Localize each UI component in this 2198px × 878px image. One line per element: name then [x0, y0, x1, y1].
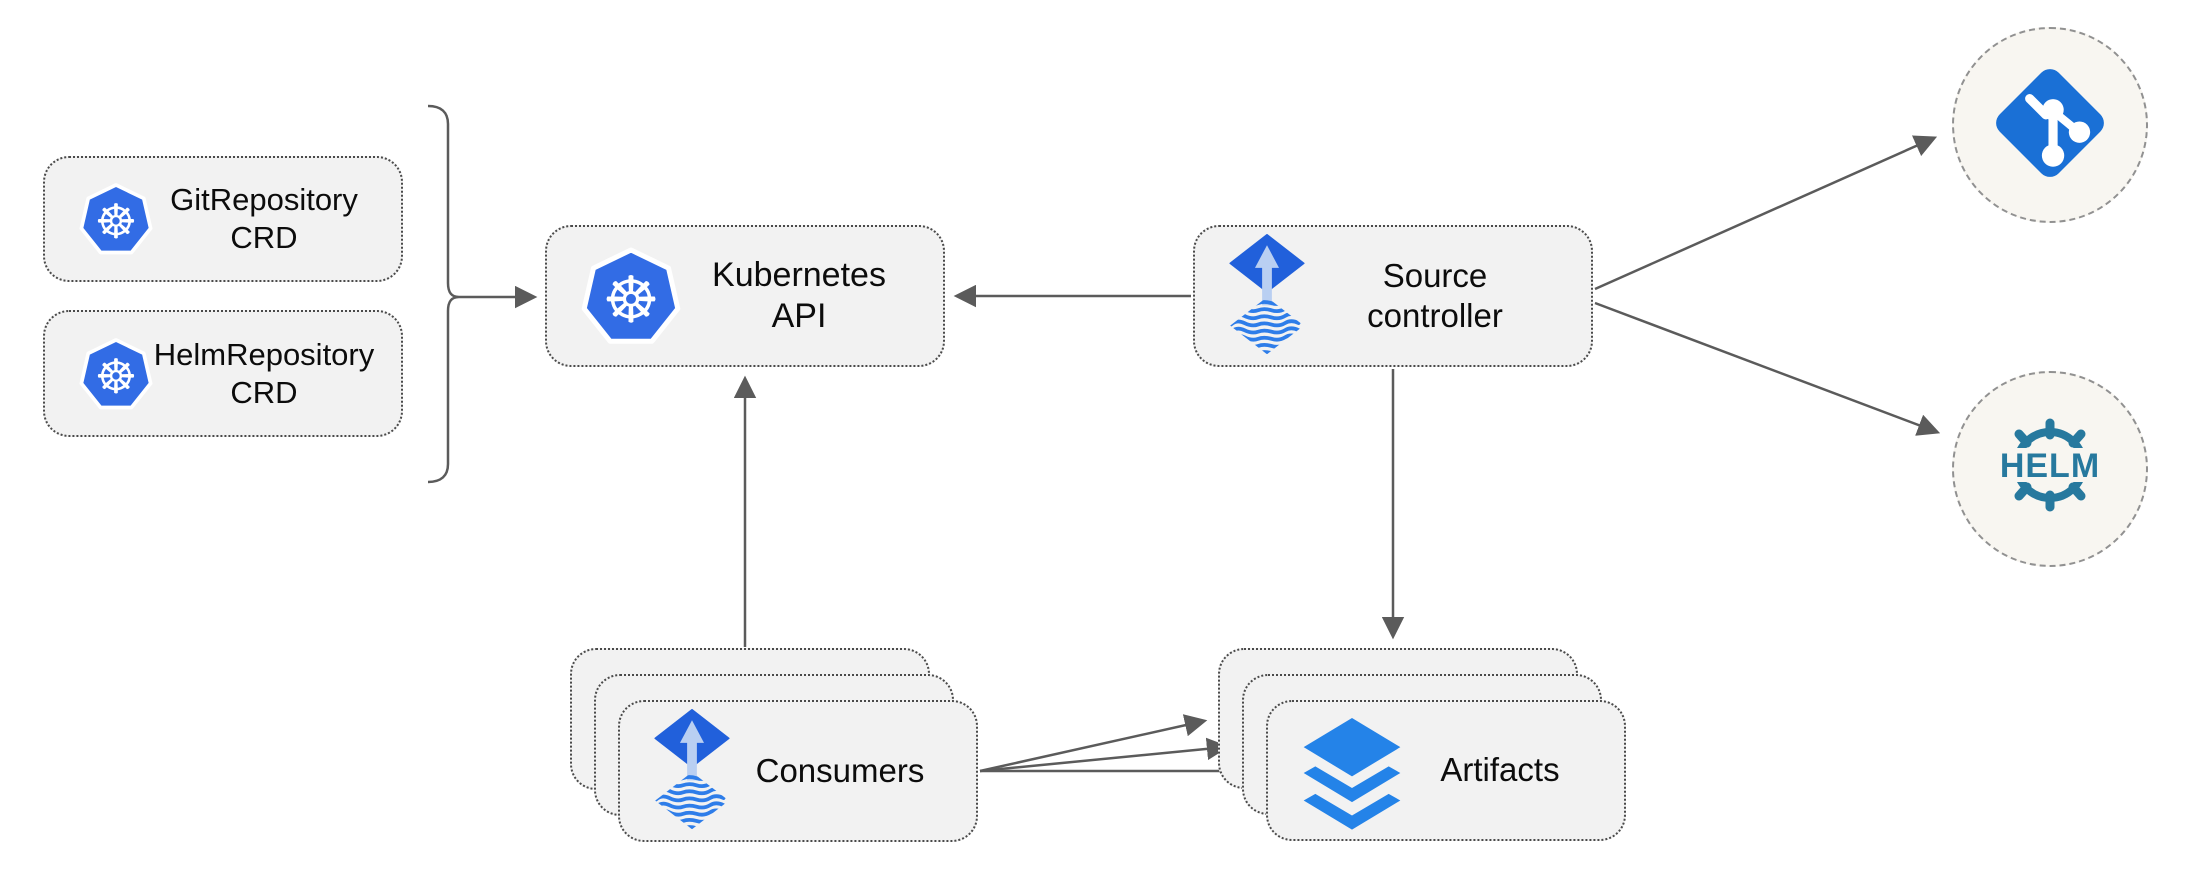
- kubernetes-icon: ☸: [79, 337, 153, 411]
- helm-icon: HELM: [1985, 402, 2115, 537]
- node-label: HelmRepository CRD: [153, 336, 375, 412]
- helm-endpoint: HELM: [1952, 371, 2148, 567]
- node-label: Source controller: [1305, 256, 1565, 337]
- svg-text:☸: ☸: [602, 264, 659, 338]
- kubernetes-icon: ☸: [581, 246, 681, 346]
- node-artifacts: Artifacts: [1266, 700, 1626, 841]
- node-label: Kubernetes API: [712, 255, 886, 335]
- edge-consumers-to-artifacts-2: [979, 737, 1230, 773]
- svg-text:☸: ☸: [95, 350, 137, 405]
- layers-icon: [1302, 708, 1402, 833]
- git-icon: [1989, 62, 2111, 189]
- flux-icon: [654, 709, 730, 833]
- edge-source-to-helm: [1594, 301, 1941, 436]
- node-label: Consumers: [755, 751, 925, 789]
- node-label-line1: Source: [1382, 256, 1488, 294]
- flux-icon: [1229, 234, 1305, 358]
- crd-group-brace: [427, 104, 460, 484]
- node-label: GitRepository CRD: [153, 181, 375, 257]
- helm-wordmark: HELM: [2000, 447, 2100, 485]
- node-label-line1: GitRepository: [170, 182, 358, 218]
- edge-source-to-git: [1594, 135, 1938, 291]
- node-label-line1: HelmRepository: [153, 336, 375, 372]
- node-helmrepository-crd: ☸ HelmRepository CRD: [43, 310, 403, 437]
- node-label-line2: CRD: [230, 220, 298, 255]
- svg-text:☸: ☸: [95, 195, 137, 250]
- git-endpoint: [1952, 27, 2148, 223]
- node-label-line2: CRD: [230, 374, 298, 410]
- node-kubernetes-api: ☸ Kubernetes API: [545, 225, 945, 367]
- edge-consumers-to-artifacts-1: [979, 714, 1208, 773]
- node-label: Artifacts: [1440, 751, 1560, 789]
- node-consumers: Consumers: [618, 700, 978, 842]
- kubernetes-icon: ☸: [79, 182, 153, 256]
- node-label-line2: controller: [1367, 297, 1503, 334]
- node-gitrepository-crd: ☸ GitRepository CRD: [43, 156, 403, 282]
- node-source-controller: Source controller: [1193, 225, 1593, 367]
